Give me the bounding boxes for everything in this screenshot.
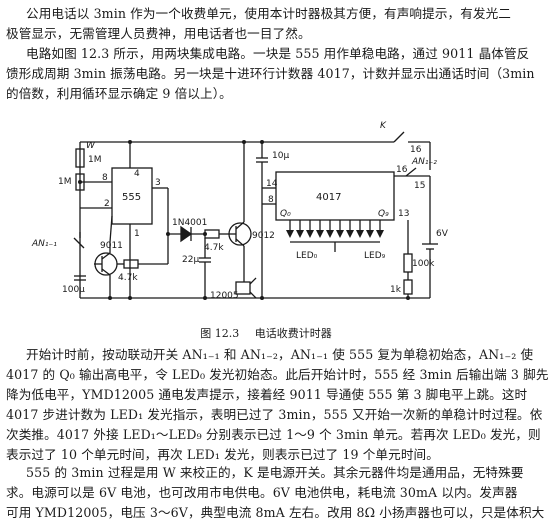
label-led9: LED₉ xyxy=(364,251,386,261)
label-w: W xyxy=(86,141,96,151)
intro-line-2: 极管显示，无需管理人员费神，用电话者也一目了然。 xyxy=(6,26,311,41)
label-r1: 1M xyxy=(58,177,72,187)
label-an1-1: AN₁₋₁ xyxy=(31,239,57,249)
figure-number: 图 12.3 xyxy=(200,327,240,340)
label-c22: 22μ xyxy=(182,255,199,265)
label-r47a: 4.7k xyxy=(118,273,138,283)
pin-8-4017: 8 xyxy=(268,195,274,205)
notes-line-1: 555 的 3min 过程是用 W 来校正的，K 是电源开关。其余元器件均是通用… xyxy=(26,465,524,480)
label-c10: 10μ xyxy=(272,151,289,161)
notes-line-2: 求。电源可以是 6V 电池，也可改用市电供电。6V 电池供电，耗电流 30mA … xyxy=(6,485,518,500)
operation-line-5: 次类推。4017 外接 LED₁～LED₉ 分别表示已过 1～9 个 3min … xyxy=(6,427,541,442)
label-ic555: 555 xyxy=(122,192,141,203)
pin-16-4017: 16 xyxy=(396,165,408,175)
pin-1-555: 1 xyxy=(134,229,140,239)
circuit-desc-line-3: 的倍数，利用循环显示确定 9 倍以上）。 xyxy=(6,86,232,101)
pin-3-555: 3 xyxy=(155,178,161,188)
intro-line-1: 公用电话以 3min 作为一个收费单元，使用本计时器极其方便，有声响提示，有发光… xyxy=(26,6,511,21)
label-r100k: 100k xyxy=(412,259,435,269)
label-led0: LED₀ xyxy=(296,251,318,261)
label-k: K xyxy=(380,121,387,131)
label-t9011: 9011 xyxy=(100,241,123,251)
operation-line-2: 4017 的 Q₀ 输出高电平，令 LED₀ 发光初始态。此后开始计时，555 … xyxy=(6,367,549,382)
label-r1k: 1k xyxy=(390,285,402,295)
pin-4-555: 4 xyxy=(134,169,140,179)
label-an1-2: AN₁₋₂ xyxy=(411,157,437,167)
operation-line-1: 开始计时前，按动联动开关 AN₁₋₁ 和 AN₁₋₂，AN₁₋₁ 使 555 复… xyxy=(26,347,534,362)
operation-line-6: 表示过了 10 个单元时间，再次 LED₁ 发光，则表示已过了 19 个单元时间… xyxy=(6,447,439,462)
label-6v: 6V xyxy=(436,229,449,239)
notes-line-3: 可用 YMD12005，电压 3～6V，典型电流 8mA 左右。改用 8Ω 小扬… xyxy=(6,505,545,520)
circuit-desc-line-1: 电路如图 12.3 所示，用两块集成电路。一块是 555 用作单稳电路，通过 9… xyxy=(26,46,530,61)
pin-15-4017: 15 xyxy=(414,181,425,191)
pin-14-4017: 14 xyxy=(266,179,278,189)
operation-line-3: 降为低电平，YMD12005 通电发声提示，接着经 9011 导通使 555 第… xyxy=(6,387,528,402)
circuit-schematic: W 1M 1M 555 4017 1N4001 AN₁₋₁ AN₁₋₂ 9011… xyxy=(31,121,449,301)
operation-paragraph: 开始计时前，按动联动开关 AN₁₋₁ 和 AN₁₋₂，AN₁₋₁ 使 555 复… xyxy=(6,345,549,465)
pin-16-supply: 16 xyxy=(410,145,422,155)
circuit-desc-line-2: 馈形成周期 3min 振荡电路。另一块是十进环行计数器 4017，计数并显示出通… xyxy=(6,66,535,81)
label-diode: 1N4001 xyxy=(172,218,207,228)
label-buzzer: 12005 xyxy=(210,291,239,301)
label-r47b: 4.7k xyxy=(204,243,224,253)
pin-2-555: 2 xyxy=(104,199,110,209)
label-w-value: 1M xyxy=(88,155,102,165)
figure-caption: 图 12.3 电话收费计时器 xyxy=(0,325,532,341)
label-q9: Q₉ xyxy=(378,209,389,219)
label-t9012: 9012 xyxy=(252,231,275,241)
figure-title: 电话收费计时器 xyxy=(254,327,332,340)
intro-paragraph: 公用电话以 3min 作为一个收费单元，使用本计时器极其方便，有声响提示，有发光… xyxy=(6,4,526,44)
pin-8-555: 8 xyxy=(102,173,108,183)
circuit-description-paragraph: 电路如图 12.3 所示，用两块集成电路。一块是 555 用作单稳电路，通过 9… xyxy=(6,44,535,104)
label-q0: Q₀ xyxy=(280,209,291,219)
notes-paragraph: 555 的 3min 过程是用 W 来校正的，K 是电源开关。其余元器件均是通用… xyxy=(6,463,545,523)
label-ic4017: 4017 xyxy=(316,192,341,203)
pin-13-4017: 13 xyxy=(398,209,409,219)
label-c100: 100μ xyxy=(62,285,85,295)
operation-line-4: 4017 步进计数为 LED₁ 发光指示，表明已过了 3min，555 又开始一… xyxy=(6,407,543,422)
